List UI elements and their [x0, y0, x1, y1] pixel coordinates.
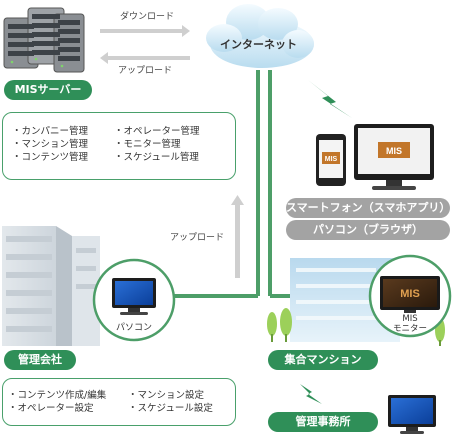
upload-arrow-side: [231, 195, 244, 278]
internet-cloud-icon: [206, 4, 314, 68]
list-item: ・スケジュール管理: [114, 152, 199, 163]
upload-label-top: アップロード: [118, 66, 173, 76]
mis-server-title: MISサーバー: [4, 80, 92, 100]
apartment-monitor-icon: MIS: [368, 254, 452, 338]
mis-server-functions-box: [2, 112, 236, 180]
pc-browser-label: パソコン（ブラウザ）: [286, 220, 450, 240]
mis-server-left-list: ・カンパニー管理 ・マンション管理 ・コンテンツ管理: [12, 125, 88, 164]
svg-text:MIS: MIS: [400, 288, 420, 300]
svg-text:MIS: MIS: [386, 146, 402, 156]
small-bolt-icon: [300, 384, 322, 404]
list-item: ・オペレーター管理: [114, 126, 200, 137]
company-right-list: ・マンション設定 ・スケジュール設定: [128, 389, 213, 415]
list-item: ・カンパニー管理: [12, 126, 89, 137]
upload-arrow-top: [100, 52, 190, 64]
monitor-label-line2: モニター: [392, 324, 427, 334]
office-title: 管理事務所: [268, 412, 378, 432]
svg-text:MIS: MIS: [325, 156, 338, 163]
company-pc-label: パソコン: [116, 323, 153, 333]
list-item: ・スケジュール設定: [128, 403, 213, 414]
apartment-monitor-label: MIS モニター: [390, 314, 430, 334]
list-item: ・コンテンツ管理: [12, 152, 89, 163]
internet-label: インターネット: [220, 38, 297, 51]
office-monitor-icon: [388, 395, 436, 434]
list-item: ・オペレーター設定: [8, 403, 94, 414]
company-pc-icon: [92, 258, 176, 342]
smartphone-app-label: スマートフォン（スマホアプリ）: [286, 198, 450, 218]
management-company-title: 管理会社: [4, 350, 76, 370]
apartment-title: 集合マンション: [268, 350, 378, 370]
mis-server-right-list: ・オペレーター管理 ・モニター管理 ・スケジュール管理: [114, 125, 200, 164]
upload-label-side: アップロード: [170, 233, 225, 243]
list-item: ・コンテンツ作成/編集: [8, 390, 107, 401]
download-label: ダウンロード: [120, 12, 175, 22]
mis-server-icon: [3, 7, 85, 73]
office-building-icon: [2, 226, 100, 346]
smartphone-icon: MIS: [316, 134, 346, 186]
list-item: ・モニター管理: [114, 139, 181, 150]
list-item: ・マンション設定: [128, 390, 205, 401]
list-item: ・マンション管理: [12, 139, 89, 150]
desktop-monitor-icon: MIS: [354, 124, 434, 190]
company-left-list: ・コンテンツ作成/編集 ・オペレーター設定: [8, 389, 106, 415]
download-arrow: [100, 25, 190, 37]
monitor-label-line1: MIS: [402, 314, 418, 324]
wireless-bolt-icon: [308, 80, 352, 118]
management-company-functions-box: [2, 378, 236, 426]
